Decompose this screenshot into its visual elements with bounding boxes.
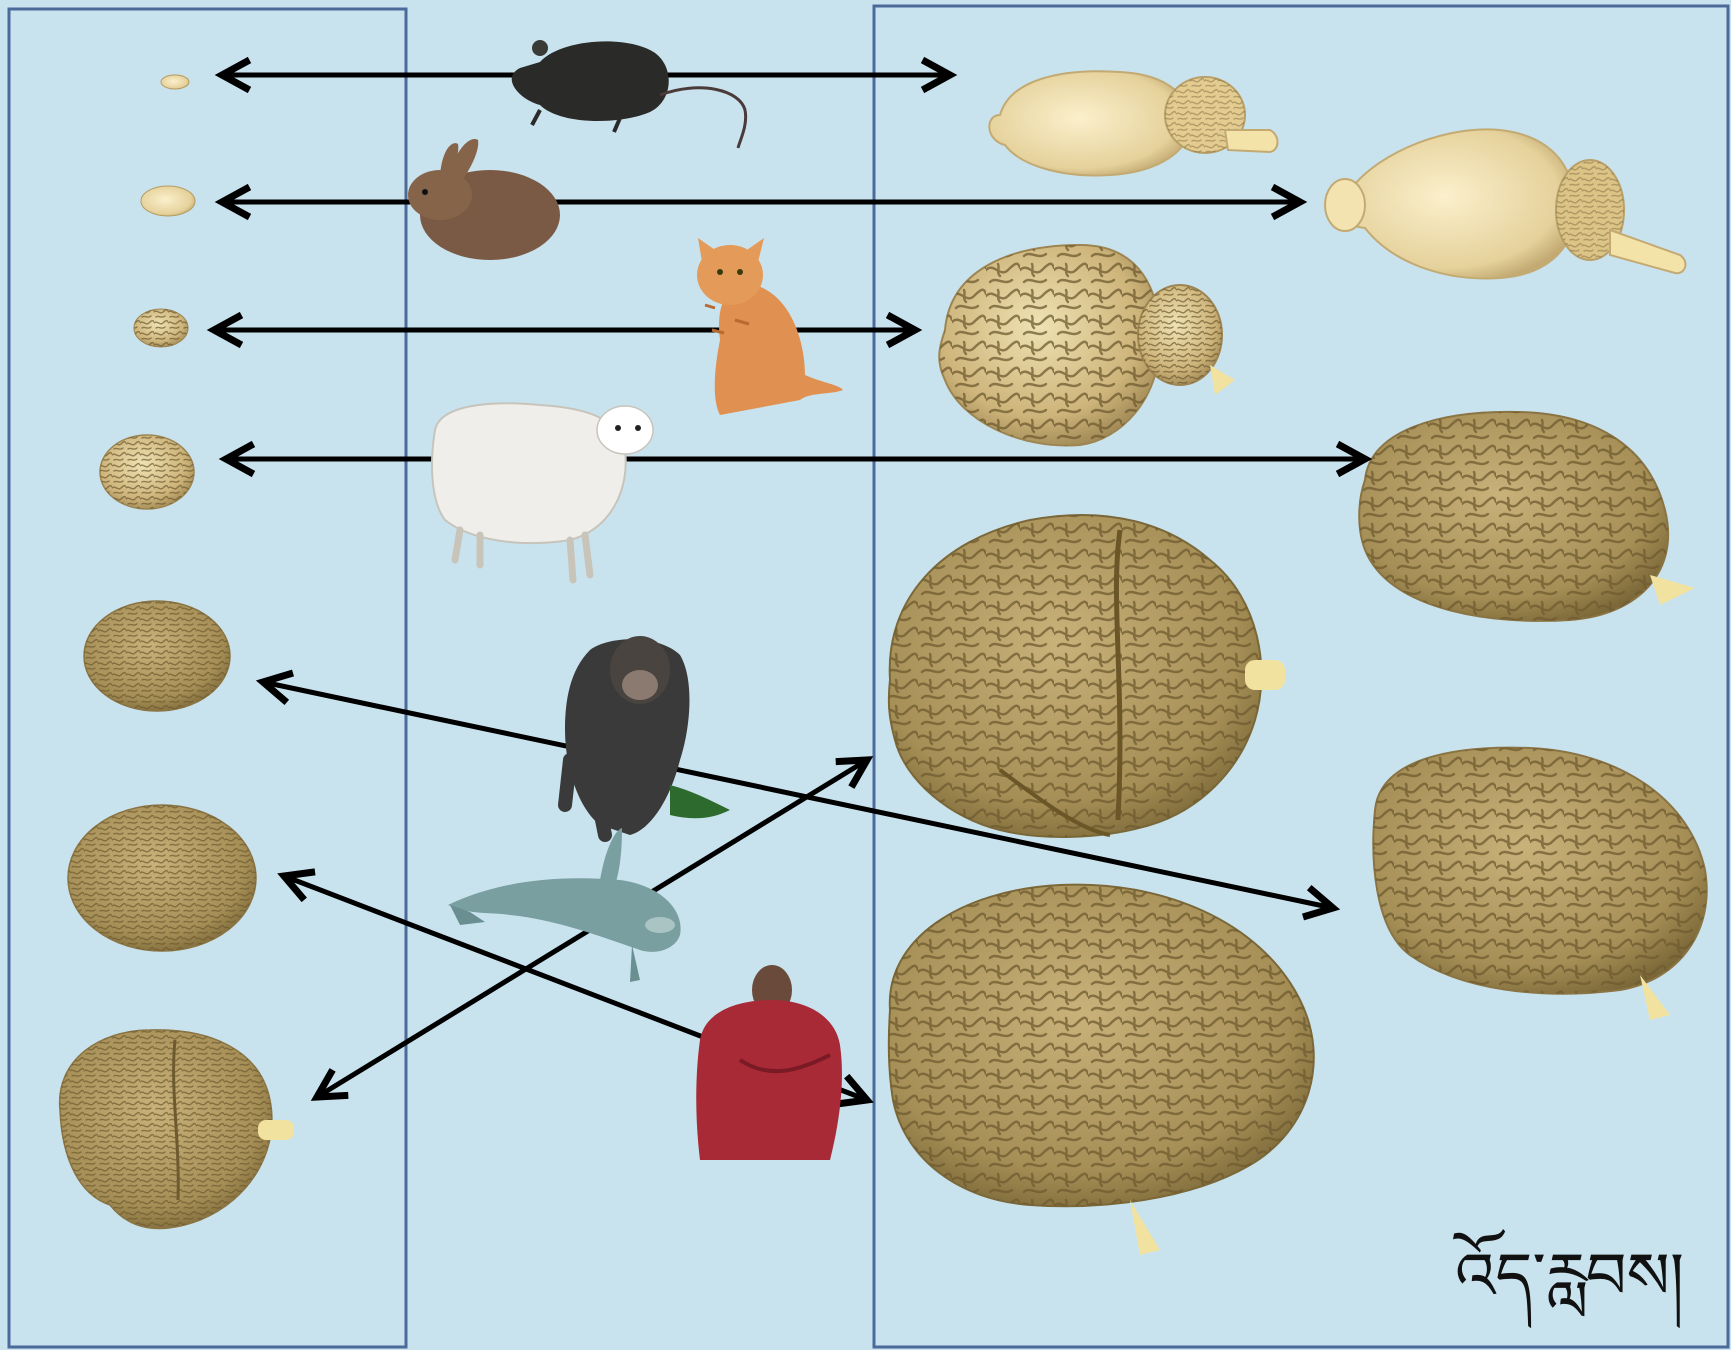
- brain-small-dolphin: [60, 1030, 294, 1229]
- brain-small-chimpanzee: [84, 601, 230, 711]
- brain-large-cat: [939, 245, 1235, 446]
- human-icon: [696, 965, 842, 1160]
- brain-small-rabbit: [141, 186, 195, 216]
- sheep-icon: [432, 403, 653, 580]
- brain-large-chimpanzee: [1373, 748, 1706, 1020]
- dolphin-icon: [448, 828, 681, 982]
- rabbit-icon: [408, 139, 560, 260]
- brain-small-human: [68, 805, 256, 951]
- brain-large-rabbit: [1325, 129, 1685, 278]
- brain-large-sheep: [1359, 412, 1695, 621]
- cat-icon: [697, 238, 843, 415]
- brain-small-rat: [161, 75, 189, 89]
- brain-small-cat: [134, 309, 188, 347]
- brain-large-dolphin: [889, 515, 1285, 837]
- author-signature: འོད་རླབས།: [1452, 1229, 1684, 1329]
- chimpanzee-icon: [565, 636, 730, 835]
- brain-small-sheep: [100, 435, 194, 509]
- brain-large-rat: [989, 71, 1277, 175]
- brain-large-human: [889, 885, 1314, 1255]
- rat-icon: [512, 40, 746, 148]
